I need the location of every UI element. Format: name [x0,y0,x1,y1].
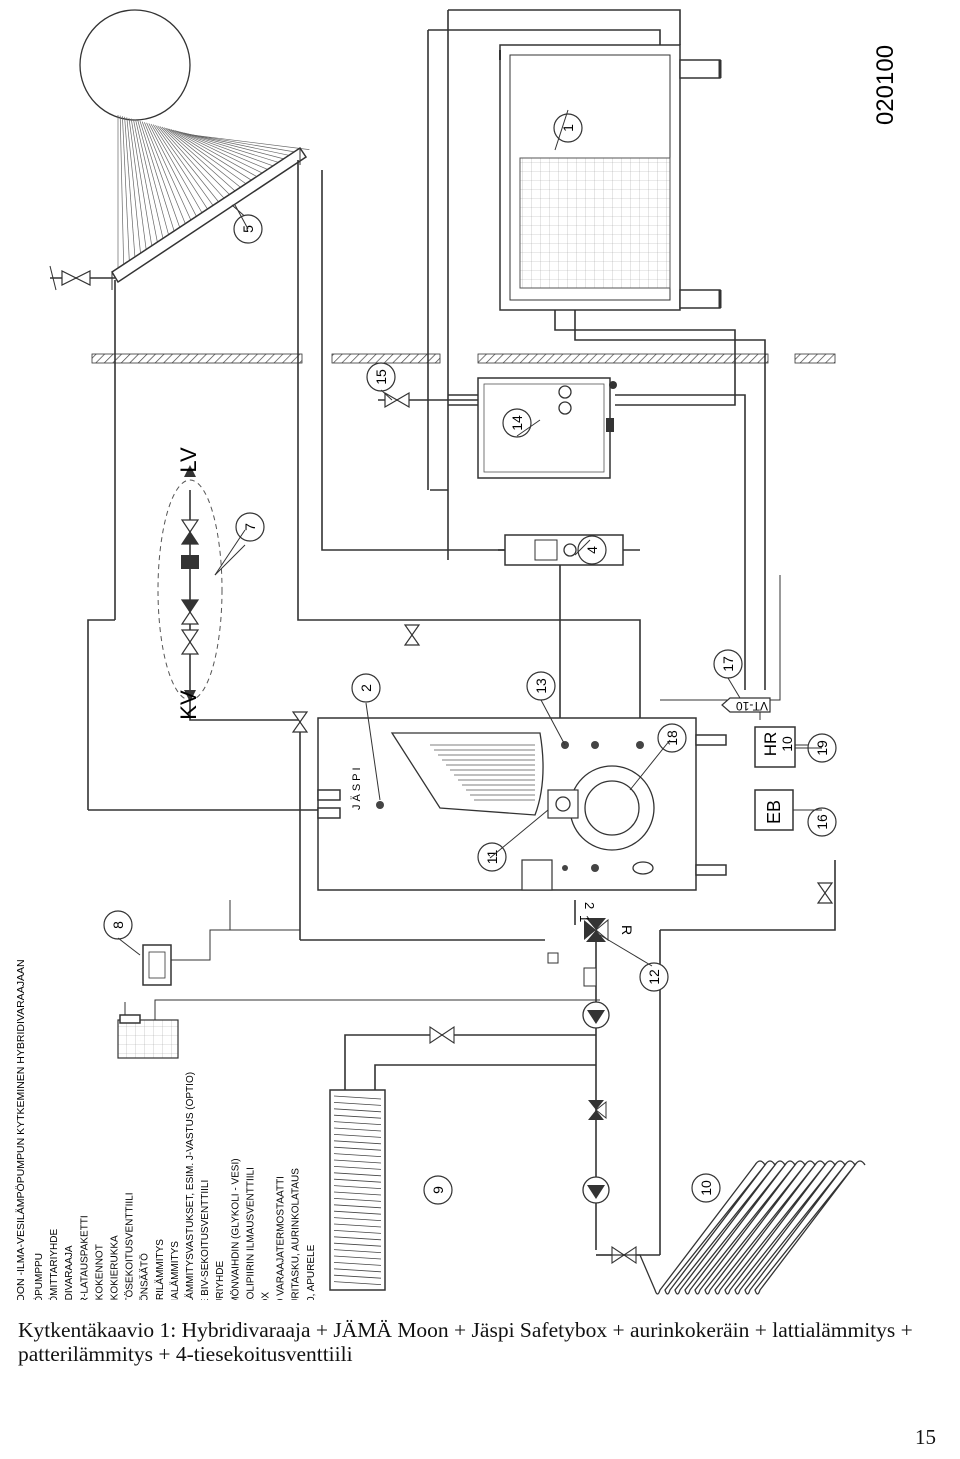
drawing-number: 020100 [872,45,899,125]
legend-item: 10. LATTIALÄMMITYS [169,1241,181,1300]
glycol-vent-valve [378,391,478,409]
radiator [329,1089,386,1291]
line-valve [403,624,421,646]
callout-17: 17 [713,649,743,679]
callout-number: 7 [242,523,258,531]
callout-leaders [117,109,822,967]
mixing-valve-lower [588,1100,607,1120]
legend-item: 1. LÄMPÖPUMPPU [33,1253,45,1300]
callout-2: 2 [351,673,381,703]
callout-10: 10 [691,1173,721,1203]
page-number: 15 [915,1425,936,1449]
wall-section [331,353,441,364]
wall-section [794,353,836,364]
wall-section [91,353,303,364]
legend-item: 19. HR-10, APURELE [306,1244,317,1300]
air-vent-valve [49,265,115,291]
callout-14: 14 [502,408,532,438]
piping [87,9,836,1256]
legend-item: 16. ELBOX [261,1292,272,1300]
legend-item: 18. ANTURITASKU, AURINKOLATAUS [291,1168,302,1300]
legend-title: JÄMÄ MOON -ILMA-VESILÄMPÖPUMPUN KYTKEMIN… [15,959,27,1300]
legend-item: 11. LISÄLÄMMITYSVASTUKSET, ESIM. J-VASTU… [184,1072,196,1300]
solar-collector [110,146,308,290]
line-valve [291,711,309,733]
callout-15: 15 [366,362,396,392]
callout-number: 13 [533,678,549,694]
legend-item: 17. VT-10 VARAAJATERMOSTAATTI [276,1176,287,1300]
valve-label-r: R [619,925,635,935]
callout-number: 2 [358,684,374,692]
legend-item: 9. PATTERILÄMMITYS [154,1239,166,1300]
vt-label: VT-10 [736,699,768,713]
callout-11: 11 [477,842,507,872]
line-valve [816,882,834,904]
legend-item: 12. ESBE BIV-SEKOITUSVENTTIILI [200,1180,211,1300]
legend-item: 8. LÄMMÖNSÄÄTÖ [139,1253,151,1300]
floor-heating-coil [596,1160,866,1295]
callout-12: 12 [639,962,669,992]
elbox-label: EB [764,800,784,824]
legend-item: 6. AURINKOKIERUKKA [110,1235,121,1300]
callout-13: 13 [526,671,556,701]
callout-16: 16 [807,807,837,837]
tank-brand: JÄSPI [351,764,363,810]
line-valve [429,1025,455,1045]
callout-number: 8 [110,921,126,929]
callout-number: 1 [560,124,576,132]
figure-caption: Kytkentäkaavio 1: Hybridivaraaja + JÄMÄ … [18,1318,913,1366]
hr-label: HR [761,732,780,757]
hybrid-tank [317,717,727,891]
connection-diagram: JÄMÄ MOON -ILMA-VESILÄMPÖPUMPUN KYTKEMIN… [15,9,899,1300]
legend-item: 13. ANTURIYHDE [215,1261,226,1300]
hr10-relay: HR 10 [754,726,810,768]
legend-item: 2. LÄMPÖMITTARIYHDE [48,1229,60,1300]
callout-9: 9 [423,1175,453,1205]
legend-item: 14. LÄMMÖNVAIHDIN (GLYKOLI - VESI) [229,1158,241,1300]
callout-number: 15 [373,369,389,385]
callout-8: 8 [103,910,133,940]
legend-item: 15. GLYKOLIPIIRIN ILMAUSVENTTIILI [245,1167,256,1300]
callout-4: 4 [577,535,607,565]
legend: JÄMÄ MOON -ILMA-VESILÄMPÖPUMPUN KYTKEMIN… [15,959,317,1300]
lv-label: LV [176,447,201,473]
sun-icon [79,9,310,275]
valve-label-2: 2 [582,902,597,909]
vt10-thermostat: VT-10 [721,697,771,713]
callout-18: 18 [657,723,687,753]
valve-label-1: 1 [577,915,592,922]
mixing-valve: R 1 2 [547,902,635,987]
callout-1: 1 [553,113,583,143]
legend-item: 5. AURINKOKENNOT [94,1244,105,1300]
heat-pump-unit [499,44,722,311]
heat-controller [117,944,179,1059]
heat-exchanger [477,377,617,479]
callout-number: 4 [584,546,600,554]
circulation-pump [582,1176,610,1204]
legend-item: 3. HYBRIDIVARAAJA [64,1245,75,1300]
callout-7: 7 [235,512,265,542]
elbox-unit: EB [754,789,810,831]
solar-charging-package [498,534,640,566]
callout-number: 18 [664,730,680,746]
circulation-pump [582,1001,610,1029]
callout-number: 17 [720,656,736,672]
wall-section [477,353,769,364]
hr-sub-label: 10 [779,736,795,752]
legend-item: 4. SOLAR-LATAUSPAKETTI [79,1215,90,1300]
supply-valve-group [157,465,246,702]
callout-number: 10 [698,1180,714,1196]
legend-item: 7. SYÖTTÖSEKOITUSVENTTIILI [124,1193,136,1300]
callout-number: 12 [646,969,662,985]
callout-number: 14 [509,415,525,431]
callout-number: 9 [430,1186,446,1194]
kv-label: KV [176,690,201,720]
callout-number: 16 [814,814,830,830]
